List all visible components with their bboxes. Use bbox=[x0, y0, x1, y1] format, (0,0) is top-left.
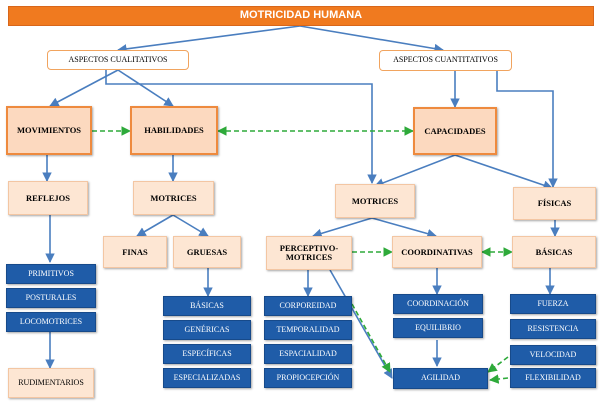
connector-motrices-perceptivo bbox=[312, 217, 373, 239]
leaf-espacialidad: ESPACIALIDAD bbox=[264, 344, 352, 364]
perceptivo-label-line2: MOTRICES bbox=[285, 252, 333, 262]
leaf-equilibrio: EQUILIBRIO bbox=[393, 318, 483, 338]
reflejos-node: REFLEJOS bbox=[8, 181, 88, 215]
perceptivo-motrices-node: PERCEPTIVO- MOTRICES bbox=[266, 236, 352, 270]
connector-title-qualitative bbox=[117, 25, 301, 54]
connector-motrices-finas bbox=[136, 214, 174, 237]
leaf-propiocepcion: PROPIOCEPCIÓN bbox=[264, 368, 352, 388]
aspects-qualitative-node: ASPECTOS CUALITATIVOS bbox=[47, 50, 189, 70]
basicas-fisicas-node: BÁSICAS bbox=[512, 236, 596, 268]
leaf-fuerza: FUERZA bbox=[510, 294, 596, 314]
connector-motrices-coordinativas bbox=[371, 217, 437, 239]
connector-motrices-gruesas bbox=[172, 214, 209, 237]
connector-qualitative-movimientos bbox=[49, 69, 119, 107]
leaf-primitivos: PRIMITIVOS bbox=[6, 264, 96, 284]
dashed-flexibilidad-agilidad bbox=[489, 374, 509, 384]
diagram-title: MOTRICIDAD HUMANA bbox=[8, 6, 594, 26]
dashed-velocidad-agilidad bbox=[487, 356, 509, 373]
leaf-agilidad: AGILIDAD bbox=[393, 368, 488, 389]
leaf-genericas: GENÉRICAS bbox=[163, 320, 251, 340]
movimientos-node: MOVIMIENTOS bbox=[6, 106, 92, 155]
coordinativas-node: COORDINATIVAS bbox=[392, 236, 482, 268]
leaf-coordinacion: COORDINACIÓN bbox=[393, 294, 483, 314]
connector-quantitative-fisicas bbox=[496, 71, 558, 188]
gruesas-node: GRUESAS bbox=[173, 236, 241, 268]
leaf-corporeidad: CORPOREIDAD bbox=[264, 296, 352, 316]
connector-title-quantitative bbox=[299, 25, 444, 54]
dashed-corporeidad-agilidad bbox=[351, 303, 391, 373]
aspects-quantitative-node: ASPECTOS CUANTITATIVOS bbox=[379, 50, 512, 71]
rudimentarios-node: RUDIMENTARIOS bbox=[8, 368, 94, 398]
connector-capacidades-fisicas bbox=[454, 154, 553, 190]
habilidades-node: HABILIDADES bbox=[130, 106, 218, 155]
leaf-basicas-gruesas: BÁSICAS bbox=[163, 296, 251, 316]
leaf-posturales: POSTURALES bbox=[6, 288, 96, 308]
leaf-resistencia: RESISTENCIA bbox=[510, 319, 596, 339]
fisicas-node: FÍSICAS bbox=[513, 187, 596, 220]
motrices-capacidades-node: MOTRICES bbox=[335, 184, 415, 218]
capacidades-node: CAPACIDADES bbox=[413, 107, 497, 155]
connector-qualitative-habilidades bbox=[117, 69, 174, 107]
finas-node: FINAS bbox=[103, 236, 167, 268]
leaf-especializadas: ESPECIALIZADAS bbox=[163, 368, 251, 388]
connector-capacidades-motrices bbox=[374, 154, 456, 188]
leaf-velocidad: VELOCIDAD bbox=[510, 345, 596, 365]
leaf-locomotrices: LOCOMOTRICES bbox=[6, 312, 96, 332]
connector-perceptivo-agilidad bbox=[329, 269, 393, 379]
leaf-temporalidad: TEMPORALIDAD bbox=[264, 320, 352, 340]
perceptivo-label-line1: PERCEPTIVO- bbox=[279, 243, 339, 254]
leaf-flexibilidad: FLEXIBILIDAD bbox=[510, 368, 596, 388]
motrices-habilidades-node: MOTRICES bbox=[133, 181, 214, 215]
leaf-especificas: ESPECÍFICAS bbox=[163, 344, 251, 364]
